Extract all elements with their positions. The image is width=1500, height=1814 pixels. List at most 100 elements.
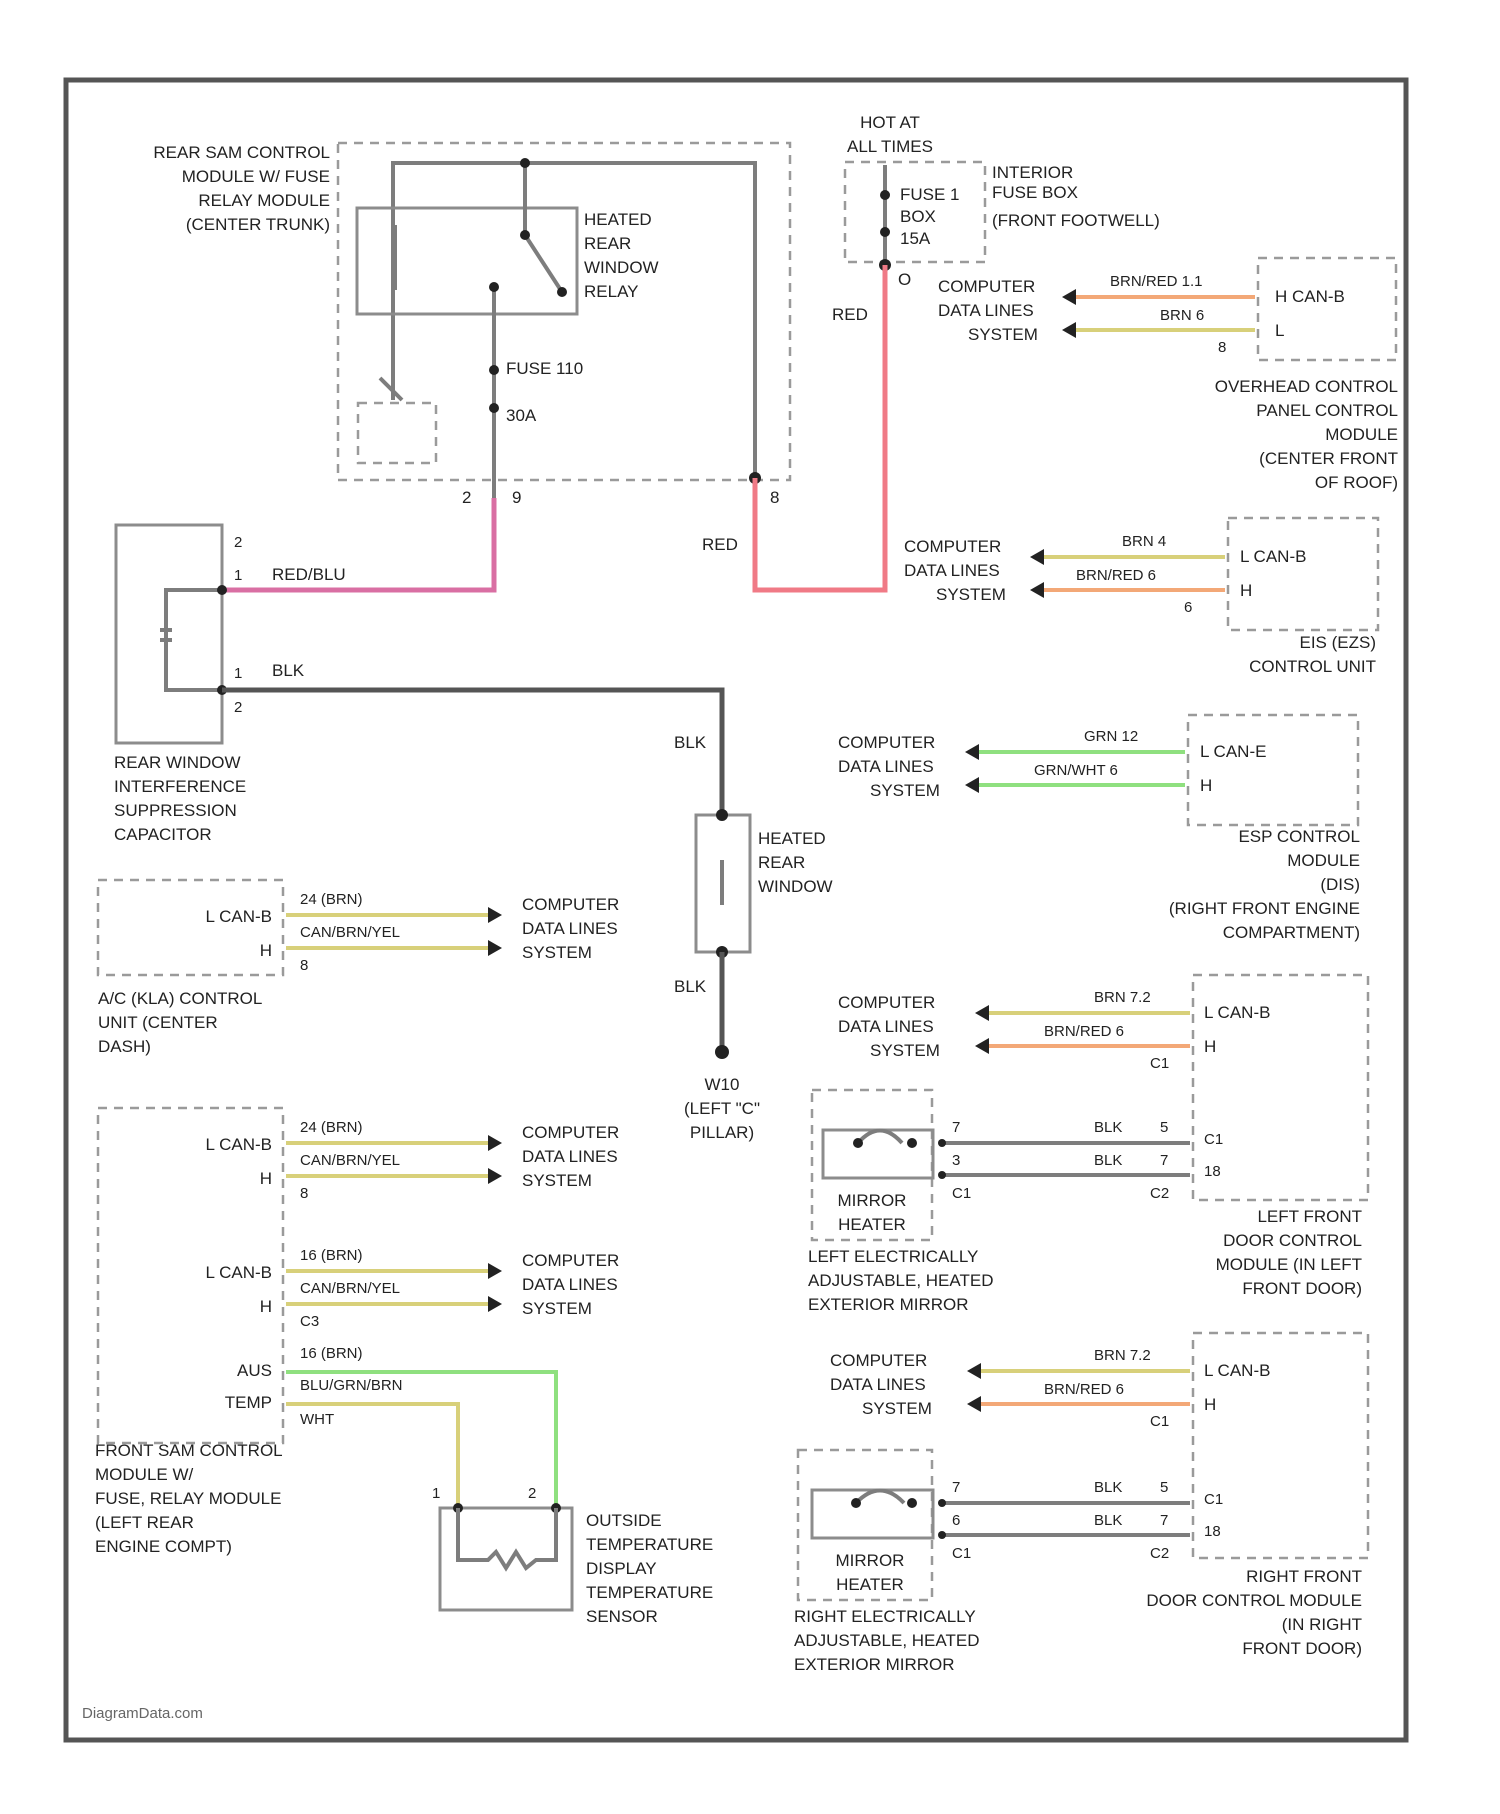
rd-pin-h: H (1204, 1395, 1216, 1414)
ld-pin-h: H (1204, 1037, 1216, 1056)
ac-control-unit: L CAN-B H 24 (BRN) CAN/BRN/YEL 8 COMPUTE… (98, 880, 619, 1056)
rd-wire2: BRN/RED 6 (1044, 1381, 1124, 1398)
relay-label-0: HEATED (584, 210, 652, 229)
rear-sam-label-0: REAR SAM CONTROL (153, 143, 330, 162)
temp-pin-1: 1 (432, 1485, 440, 1502)
overhead-control-module: COMPUTER DATA LINES SYSTEM BRN/RED 1.1 B… (938, 258, 1398, 492)
ld-mirror-label-1: ADJUSTABLE, HEATED (808, 1271, 993, 1290)
rd-door-pin-5: 5 (1160, 1479, 1168, 1496)
fsam-g1-pin-l: L CAN-B (206, 1135, 272, 1154)
fuse-110-label: FUSE 110 (506, 359, 583, 378)
fuse-110-amp: 30A (506, 406, 537, 425)
rd-pin-num: C1 (1150, 1413, 1169, 1430)
fsam-g3-wire2: BLU/GRN/BRN (300, 1377, 403, 1394)
ld-pin-l: L CAN-B (1204, 1003, 1270, 1022)
fsam-g3-pin-aus: AUS (237, 1361, 272, 1380)
eis-label-1: CONTROL UNIT (1249, 657, 1376, 676)
relay-label-3: RELAY (584, 282, 639, 301)
fsam-g3-wire3: WHT (300, 1411, 334, 1428)
red-wire-label-1: RED (832, 305, 868, 324)
fsam-g1-pin-h: H (260, 1169, 272, 1188)
interior-fuse-pin: O (898, 270, 911, 289)
ac-wire2: CAN/BRN/YEL (300, 924, 400, 941)
rear-sam-label-2: RELAY MODULE (198, 191, 330, 210)
temp-label-0: OUTSIDE (586, 1511, 662, 1530)
fsam-g1-num: 8 (300, 1185, 308, 1202)
cdl-esp-1: DATA LINES (838, 757, 934, 776)
outside-temp-sensor: 1 2 OUTSIDE TEMPERATURE DISPLAY TEMPERAT… (432, 1485, 713, 1626)
ld-blk2: BLK (1094, 1152, 1122, 1169)
rd-door-pin-c2: C2 (1150, 1545, 1169, 1562)
hot-label-0: HOT AT (860, 113, 920, 132)
ld-door-pin-c2: C2 (1150, 1185, 1169, 1202)
temp-label-1: TEMPERATURE (586, 1535, 713, 1554)
temp-label-2: DISPLAY (586, 1559, 657, 1578)
cdl-esp-2: SYSTEM (870, 781, 940, 800)
overhead-label-3: (CENTER FRONT (1259, 449, 1398, 468)
interior-fuse-label-1: FUSE BOX (992, 183, 1078, 202)
rd-mirror-label-1: ADJUSTABLE, HEATED (794, 1631, 979, 1650)
esp-wire2: GRN/WHT 6 (1034, 762, 1118, 779)
rd-heater-label-0: MIRROR (836, 1551, 905, 1570)
interference-capacitor: 2 1 1 2 REAR WINDOW INTERFERENCE SUPPRES… (114, 525, 246, 844)
interior-fuse-box: HOT AT ALL TIMES FUSE 1 BOX 15A INTERIOR… (845, 113, 1160, 289)
temp-label-3: TEMPERATURE (586, 1583, 713, 1602)
red-wire-label-2: RED (702, 535, 738, 554)
cdl-esp-0: COMPUTER (838, 733, 935, 752)
cdl-eis-0: COMPUTER (904, 537, 1001, 556)
cdl-ac-0: COMPUTER (522, 895, 619, 914)
overhead-label-4: OF ROOF) (1315, 473, 1398, 492)
rd-mirror-label-2: EXTERIOR MIRROR (794, 1655, 955, 1674)
right-front-door-module: COMPUTER DATA LINES SYSTEM BRN 7.2 BRN/R… (794, 1333, 1368, 1674)
rd-door-label-3: FRONT DOOR) (1242, 1639, 1362, 1658)
rear-sam-label-3: (CENTER TRUNK) (186, 215, 330, 234)
eis-pin-num: 6 (1184, 599, 1192, 616)
fsam-g2-num: C3 (300, 1313, 319, 1330)
rd-side-18: 18 (1204, 1523, 1221, 1540)
rd-blk1: BLK (1094, 1479, 1122, 1496)
blk-label-hrw-top: BLK (674, 733, 707, 752)
fsam-g2-wire1: 16 (BRN) (300, 1247, 363, 1264)
rd-blk2: BLK (1094, 1512, 1122, 1529)
cdl-ac-2: SYSTEM (522, 943, 592, 962)
ld-wire2: BRN/RED 6 (1044, 1023, 1124, 1040)
capacitor-label-0: REAR WINDOW (114, 753, 241, 772)
eis-pin-h: H (1240, 581, 1252, 600)
overhead-label-1: PANEL CONTROL (1256, 401, 1398, 420)
ld-mirror-label-0: LEFT ELECTRICALLY (808, 1247, 978, 1266)
ld-door-label-1: DOOR CONTROL (1223, 1231, 1362, 1250)
ld-door-label-3: FRONT DOOR) (1242, 1279, 1362, 1298)
eis-wire1: BRN 4 (1122, 533, 1166, 550)
rear-sam-pin-8: 8 (770, 488, 779, 507)
esp-pin-l: L CAN-E (1200, 742, 1266, 761)
rear-sam-label-1: MODULE W/ FUSE (182, 167, 330, 186)
overhead-pin-num: 8 (1218, 339, 1226, 356)
cdl-ac-1: DATA LINES (522, 919, 618, 938)
ld-door-pin-7: 7 (1160, 1152, 1168, 1169)
watermark: DiagramData.com (82, 1705, 203, 1722)
esp-label-3: (RIGHT FRONT ENGINE (1169, 899, 1360, 918)
cdl-fsam1-2: SYSTEM (522, 1171, 592, 1190)
ground-label-2: PILLAR) (690, 1123, 754, 1142)
ac-pin-l: L CAN-B (206, 907, 272, 926)
ac-pin-num: 8 (300, 957, 308, 974)
rd-door-label-1: DOOR CONTROL MODULE (1146, 1591, 1362, 1610)
rear-sam-pin-9: 9 (512, 488, 521, 507)
temp-label-4: SENSOR (586, 1607, 658, 1626)
rear-sam-module: REAR SAM CONTROL MODULE W/ FUSE RELAY MO… (153, 143, 790, 507)
temp-pin-2: 2 (528, 1485, 536, 1502)
capacitor-label-1: INTERFERENCE (114, 777, 246, 796)
cdl-rd-1: DATA LINES (830, 1375, 926, 1394)
ld-mirror-pin-7: 7 (952, 1119, 960, 1136)
rd-side-c1: C1 (1204, 1491, 1223, 1508)
fsam-g3-wire1: 16 (BRN) (300, 1345, 363, 1362)
rd-pin-l: L CAN-B (1204, 1361, 1270, 1380)
red-blu-label: RED/BLU (272, 565, 346, 584)
ld-door-label-0: LEFT FRONT (1257, 1207, 1362, 1226)
overhead-wire2: BRN 6 (1160, 307, 1204, 324)
ld-pin-num: C1 (1150, 1055, 1169, 1072)
cdl-overhead-1: DATA LINES (938, 301, 1034, 320)
ld-heater-label-0: MIRROR (838, 1191, 907, 1210)
cdl-ld-2: SYSTEM (870, 1041, 940, 1060)
overhead-label-2: MODULE (1325, 425, 1398, 444)
